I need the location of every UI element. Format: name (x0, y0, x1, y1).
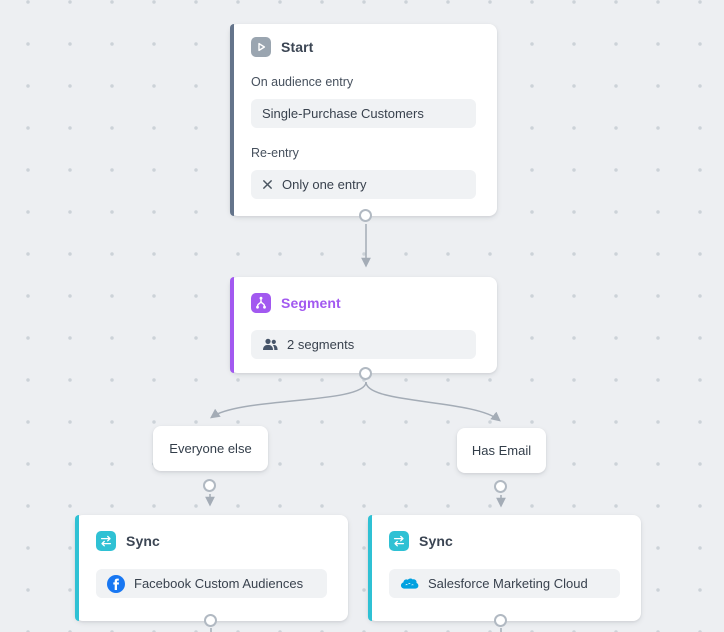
edge-segment-to-has-email (365, 381, 501, 422)
x-icon (263, 180, 272, 189)
segment-node[interactable]: Segment 2 segments (230, 277, 497, 373)
sync-accent-bar (368, 515, 372, 621)
sync-salesforce-output-port[interactable] (494, 614, 507, 627)
segments-select[interactable]: 2 segments (251, 330, 476, 359)
start-node[interactable]: Start On audience entry Single-Purchase … (230, 24, 497, 216)
start-output-port[interactable] (359, 209, 372, 222)
segment-accent-bar (230, 277, 234, 373)
play-icon (251, 37, 271, 57)
audience-select-value: Single-Purchase Customers (262, 106, 424, 121)
sync-node-title: Sync (126, 533, 160, 549)
sync-node-title: Sync (419, 533, 453, 549)
people-icon (263, 338, 278, 350)
sync-destination-value: Facebook Custom Audiences (134, 576, 304, 591)
audience-entry-label: On audience entry (251, 75, 354, 89)
sync-accent-bar (75, 515, 79, 621)
branch-label-text: Has Email (471, 443, 532, 458)
edge-segment-to-everyone-else (210, 381, 367, 419)
sync-icon (389, 531, 409, 551)
reentry-select[interactable]: Only one entry (251, 170, 476, 199)
segment-output-port[interactable] (359, 367, 372, 380)
branch-has-email-port[interactable] (494, 480, 507, 493)
sync-node-salesforce[interactable]: Sync Salesforce Marketing Cloud (368, 515, 641, 621)
segments-select-value: 2 segments (287, 337, 355, 352)
branch-label-text: Everyone else (169, 441, 252, 456)
sync-node-header: Sync (96, 531, 327, 551)
sync-destination-value: Salesforce Marketing Cloud (428, 576, 588, 591)
reentry-select-value: Only one entry (282, 177, 367, 192)
segment-node-header: Segment (251, 293, 476, 313)
facebook-icon (107, 574, 125, 593)
sync-destination-salesforce[interactable]: Salesforce Marketing Cloud (389, 569, 620, 598)
branch-everyone-else-port[interactable] (203, 479, 216, 492)
sync-destination-facebook[interactable]: Facebook Custom Audiences (96, 569, 327, 598)
sync-facebook-output-port[interactable] (204, 614, 217, 627)
start-node-header: Start (251, 37, 476, 57)
sync-node-header: Sync (389, 531, 620, 551)
salesforce-icon (400, 578, 419, 589)
reentry-label: Re-entry (251, 146, 299, 160)
branch-label-has-email[interactable]: Has Email (457, 428, 546, 473)
start-accent-bar (230, 24, 234, 216)
sync-icon (96, 531, 116, 551)
sync-node-facebook[interactable]: Sync Facebook Custom Audiences (75, 515, 348, 621)
branch-label-everyone-else[interactable]: Everyone else (153, 426, 268, 471)
segment-node-title: Segment (281, 295, 341, 311)
start-node-title: Start (281, 39, 314, 55)
segment-split-icon (251, 293, 271, 313)
audience-select[interactable]: Single-Purchase Customers (251, 99, 476, 128)
